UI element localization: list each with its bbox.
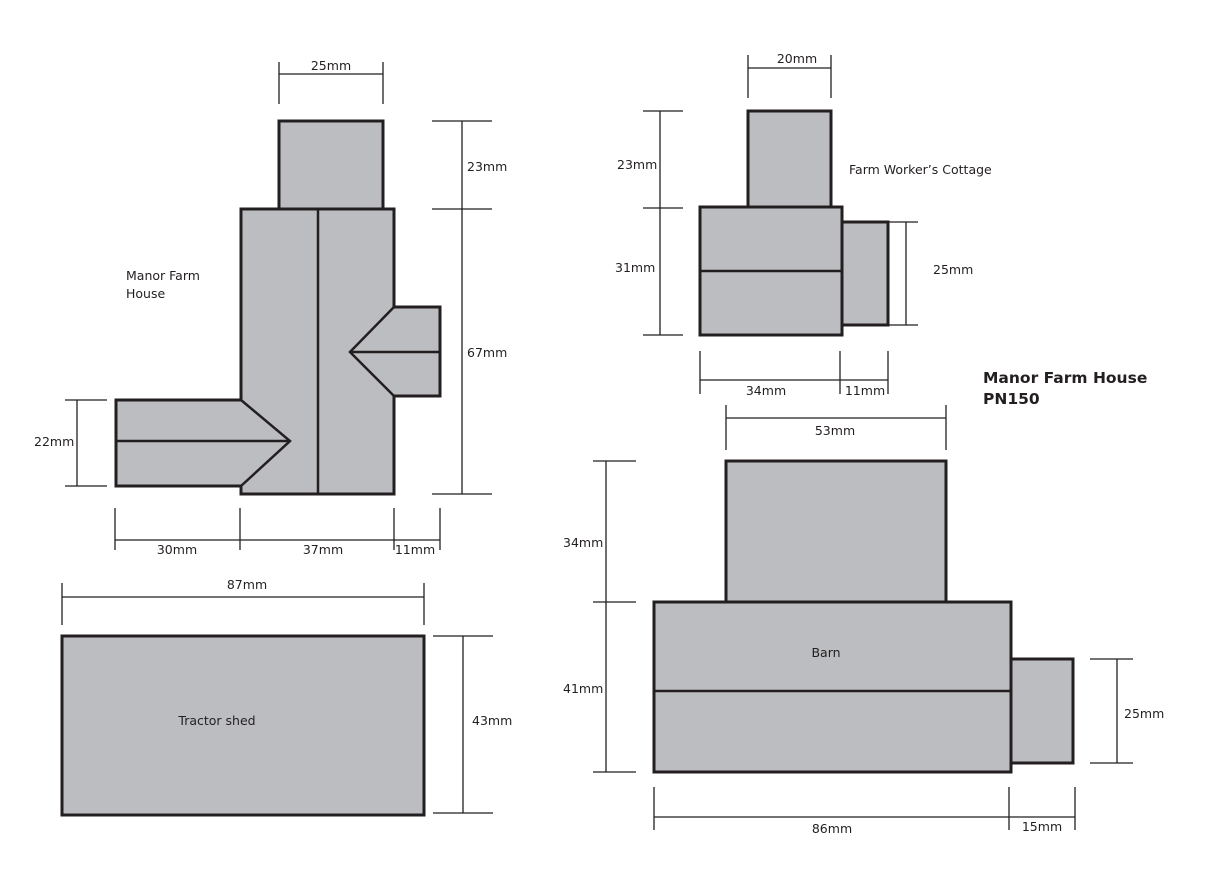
barn-main-block — [652, 600, 1013, 774]
cottage-top-block — [746, 109, 833, 209]
dim-main-height: 67mm — [467, 345, 507, 360]
dim-left-wing-width: 30mm — [157, 542, 197, 557]
cottage-side-block — [840, 220, 890, 327]
barn-side-block — [1009, 657, 1075, 765]
barn-top-block — [724, 459, 948, 604]
dim-left-wing-height: 22mm — [34, 434, 74, 449]
dim-barn-main-height: 41mm — [563, 681, 603, 696]
dim-barn-top-height: 34mm — [563, 535, 603, 550]
dim-barn-side-width: 15mm — [1022, 819, 1062, 834]
dim-top-height: 23mm — [467, 159, 507, 174]
barn-label: Barn — [811, 645, 840, 660]
dim-shed-height: 43mm — [472, 713, 512, 728]
tractor-shed-dimension-lines — [61, 583, 493, 814]
manor-top-block — [277, 119, 385, 211]
dim-barn-main-width: 86mm — [812, 821, 852, 836]
dim-cottage-main-width: 34mm — [746, 383, 786, 398]
dim-barn-top-width: 53mm — [815, 423, 855, 438]
manor-label-line2: House — [126, 286, 165, 301]
dim-cottage-side-height: 25mm — [933, 262, 973, 277]
tractor-shed-plan: 87mm 43mm Tractor shed — [60, 577, 512, 817]
dim-top-width: 25mm — [311, 58, 351, 73]
manor-farm-house-plan: 25mm 23mm 67mm 22mm 30mm 37mm 11mm Manor… — [34, 58, 507, 557]
dim-main-width: 37mm — [303, 542, 343, 557]
barn-dimension-lines — [593, 405, 1133, 830]
cottage-dimension-lines — [643, 55, 918, 394]
tractor-shed-block — [60, 634, 426, 817]
dim-shed-width: 87mm — [227, 577, 267, 592]
manor-label-line1: Manor Farm — [126, 268, 200, 283]
tractor-shed-label: Tractor shed — [177, 713, 255, 728]
dim-cottage-top-width: 20mm — [777, 51, 817, 66]
manor-dimension-lines — [65, 62, 492, 550]
product-code: PN150 — [983, 390, 1040, 408]
barn-plan: 53mm 34mm 41mm 25mm 86mm 15mm Barn — [563, 405, 1164, 836]
cottage-label: Farm Worker’s Cottage — [849, 162, 992, 177]
diagram-title: Manor Farm House — [983, 369, 1147, 387]
cottage-plan: 20mm 23mm 31mm 25mm 34mm 11mm Farm Worke… — [615, 51, 992, 398]
dim-barn-side-height: 25mm — [1124, 706, 1164, 721]
dim-cottage-side-width: 11mm — [845, 383, 885, 398]
dim-cottage-top-height: 23mm — [617, 157, 657, 172]
dim-cottage-main-height: 31mm — [615, 260, 655, 275]
dim-right-wing-width: 11mm — [395, 542, 435, 557]
